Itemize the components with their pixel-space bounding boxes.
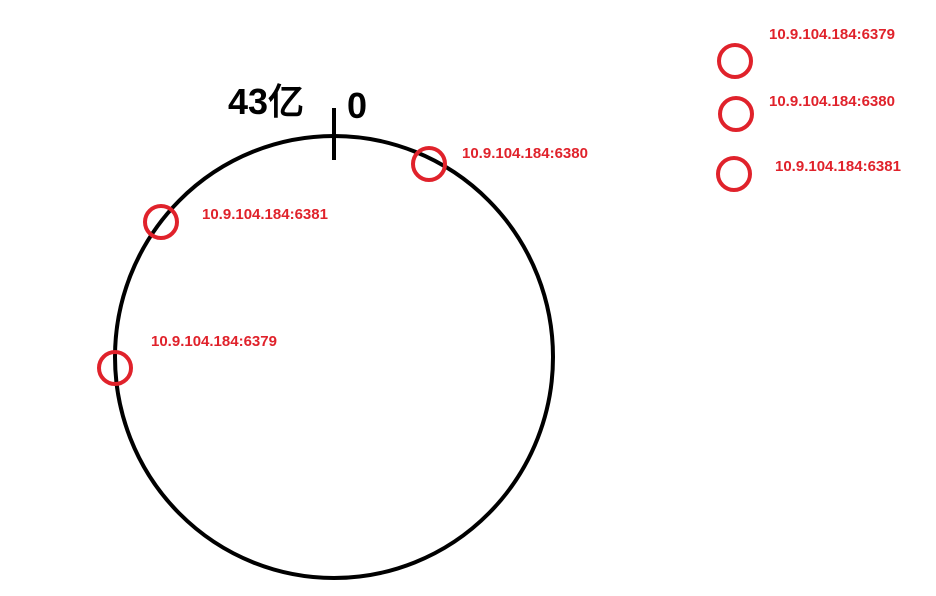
ring-node-label-6381: 10.9.104.184:6381: [202, 206, 328, 223]
legend-node-label-6380: 10.9.104.184:6380: [769, 93, 895, 110]
legend-node-label-6381: 10.9.104.184:6381: [775, 158, 901, 175]
legend-node-label-6379: 10.9.104.184:6379: [769, 26, 895, 43]
ring-node-label-6379: 10.9.104.184:6379: [151, 333, 277, 350]
ring-zero-label: 0: [347, 85, 368, 126]
legend-node-marker-6380: [718, 96, 754, 132]
ring-node-6379: [97, 350, 133, 386]
ring-node-label-6380: 10.9.104.184:6380: [462, 145, 588, 162]
hash-ring: [113, 134, 555, 580]
legend-node-marker-6381: [716, 156, 752, 192]
ring-node-6380: [411, 146, 447, 182]
legend-node-marker-6379: [717, 43, 753, 79]
ring-node-6381: [143, 204, 179, 240]
ring-max-label: 43亿: [228, 81, 305, 122]
